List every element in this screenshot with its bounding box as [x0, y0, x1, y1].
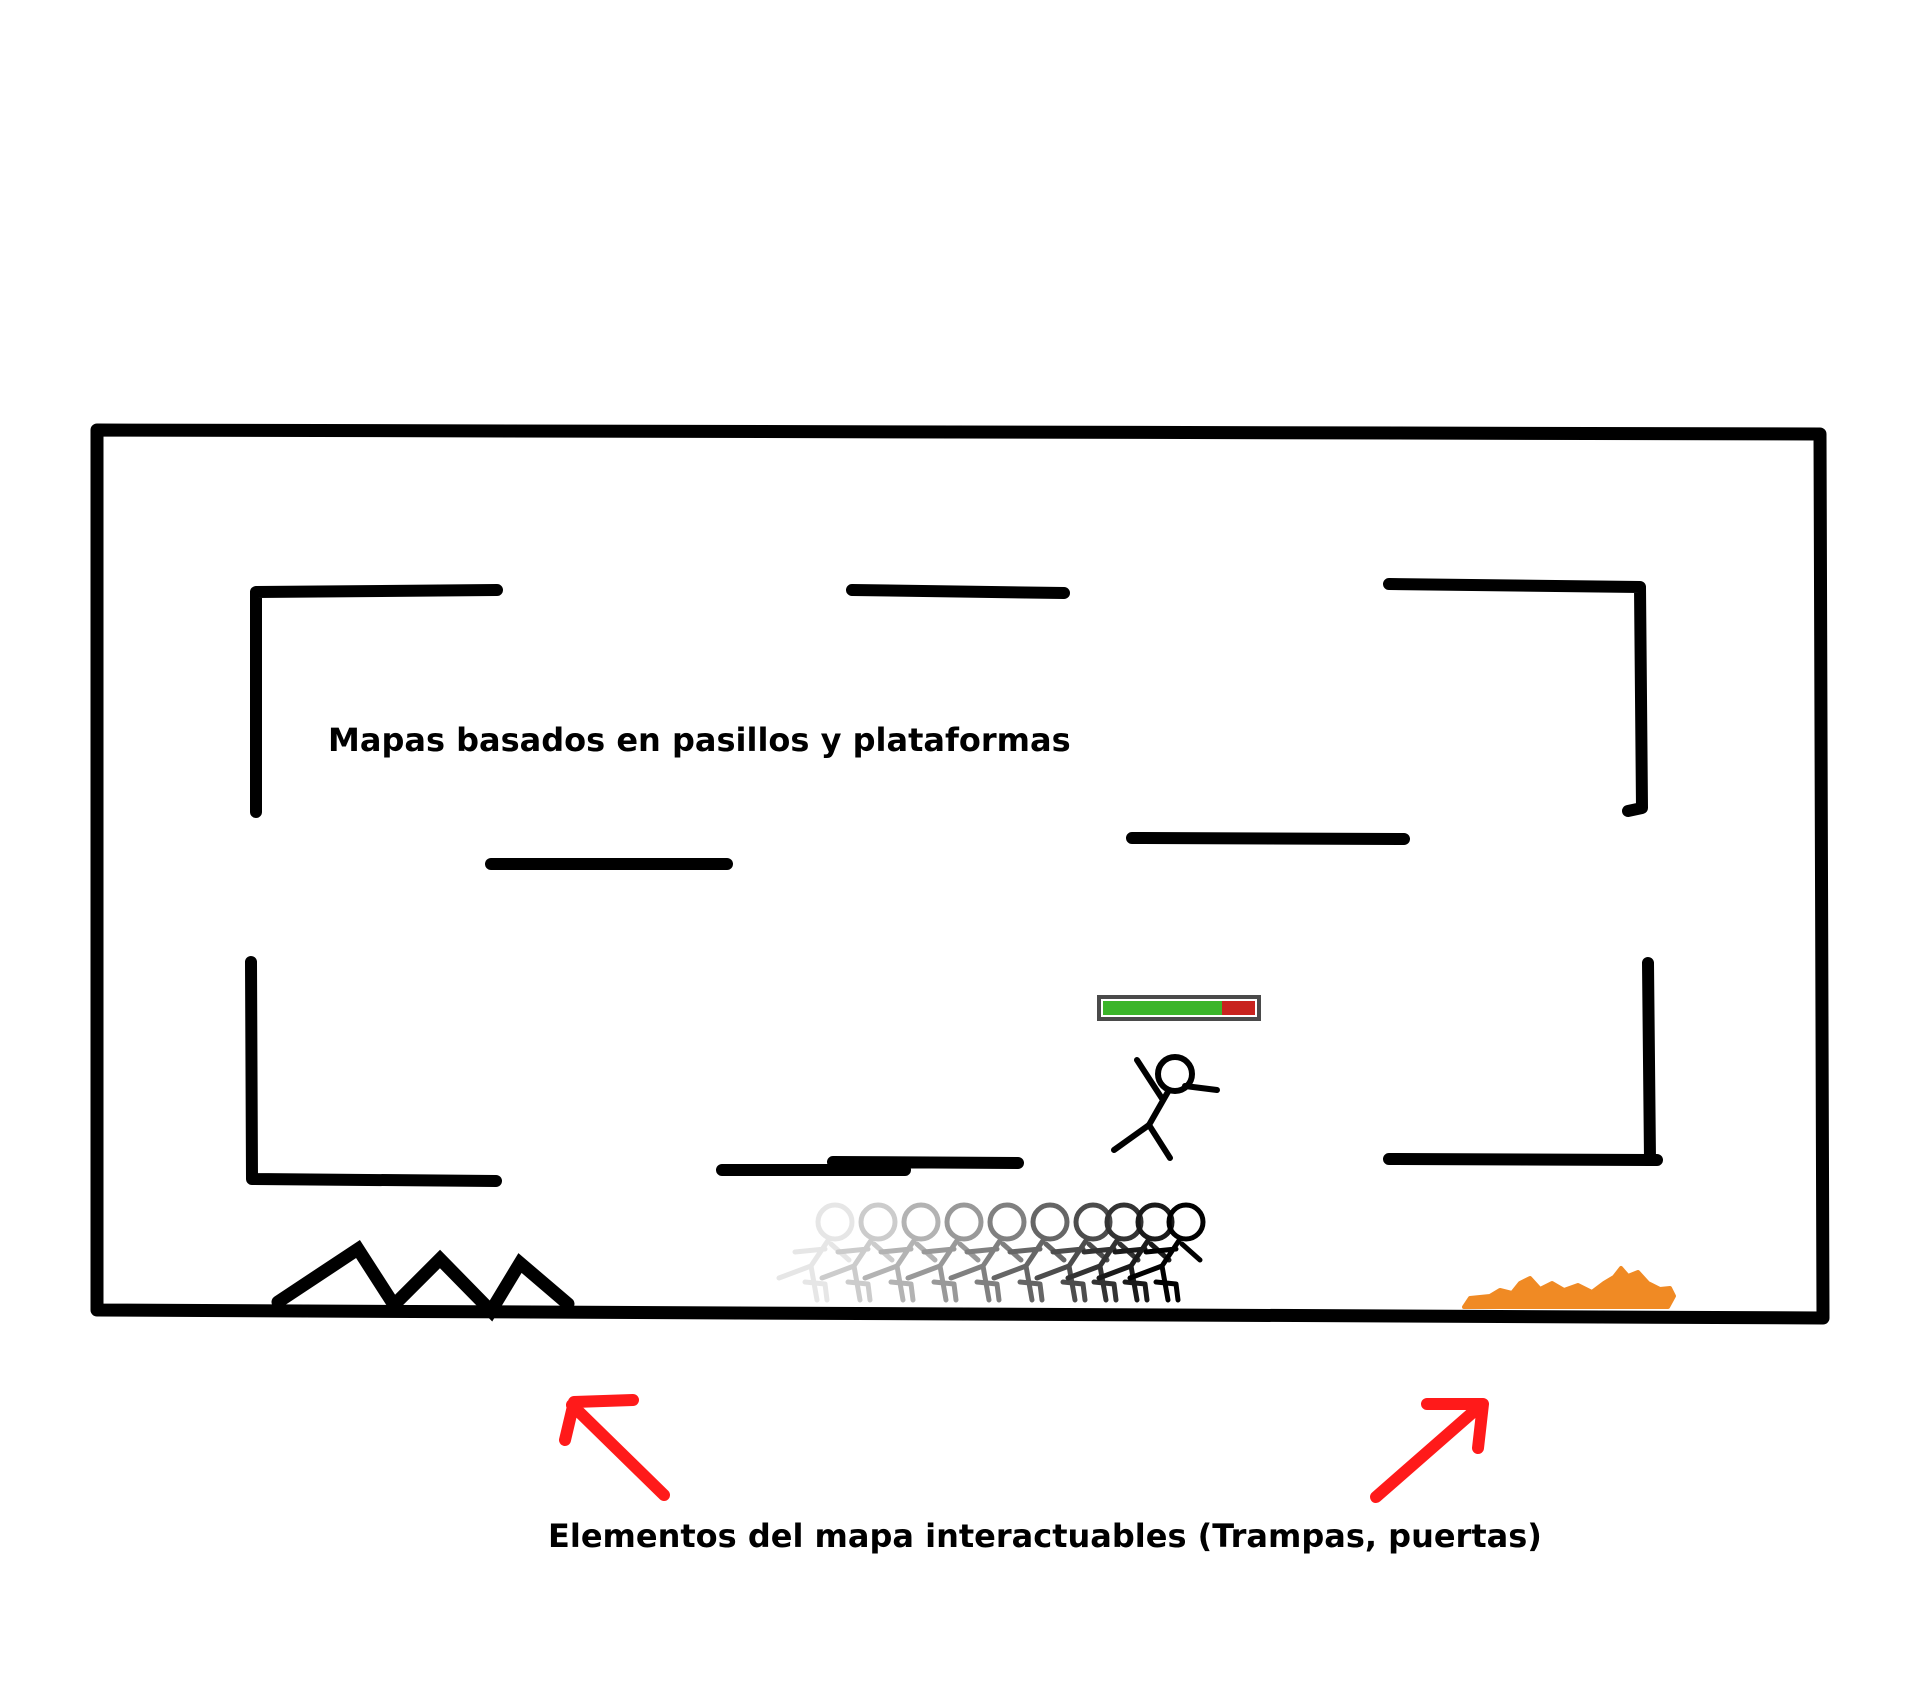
- pointer-arrow-icon: [559, 1394, 1489, 1503]
- platform-top-middle: [846, 584, 1070, 599]
- wall-top-left: [250, 584, 503, 818]
- platform-bottom-middle: [716, 1156, 1024, 1176]
- wall-top-right: [1383, 578, 1648, 817]
- arrow-right: [1370, 1398, 1489, 1503]
- arrow-left: [559, 1394, 670, 1501]
- room-border: [90, 423, 1830, 1325]
- map-description-label: Mapas basados en pasillos y plataformas: [328, 721, 1071, 759]
- spike-trap-icon: [271, 1239, 575, 1322]
- stick-figure-icon: [1111, 1054, 1220, 1161]
- map-walls: [245, 578, 1663, 1187]
- motion-trail-icon: [776, 1202, 1206, 1303]
- wall-bottom-right: [1383, 957, 1663, 1166]
- fire-trap-icon: [1462, 1266, 1676, 1309]
- health-bar-fill: [1103, 1001, 1222, 1015]
- trail-figure: [1127, 1202, 1206, 1303]
- platform-middle-right: [1126, 832, 1410, 845]
- interactive-elements-label: Elementos del mapa interactuables (Tramp…: [548, 1517, 1542, 1555]
- wall-bottom-left: [245, 956, 502, 1187]
- player-health-bar: [1097, 995, 1261, 1021]
